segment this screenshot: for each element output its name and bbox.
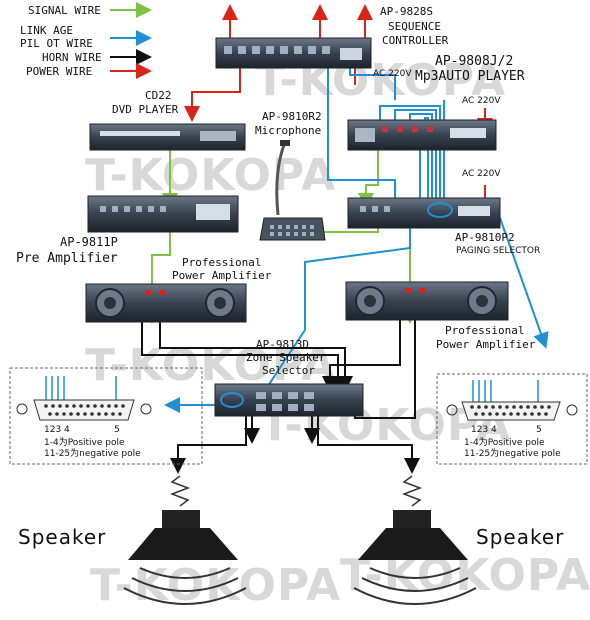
mp3-name-label: Mp3AUTO PLAYER: [415, 69, 525, 84]
connector-left-pins: 123: [44, 425, 61, 435]
paging-name-label: PAGING SELECTOR: [456, 246, 540, 256]
mp3-player-device: [347, 119, 497, 151]
mp3-model-label: AP-9808J/2: [435, 54, 513, 69]
microphone-device: [259, 140, 326, 241]
connector-right-note1: 1-4为Positive pole: [464, 436, 545, 448]
ampR-name2-label: Power Amplifier: [436, 338, 536, 351]
power-amp-left-device: [85, 283, 247, 323]
connector-left-pin4: 4: [64, 425, 70, 435]
legend-link-label: LINK AGE: [20, 24, 73, 37]
connector-right-pin5: 5: [536, 425, 542, 435]
speaker-left: [123, 475, 247, 605]
legend-signal-label: SIGNAL WIRE: [28, 4, 101, 17]
speaker-right-label: Speaker: [476, 525, 564, 549]
power-wire-dvd: [184, 68, 241, 122]
sequence-controller-device: [215, 37, 372, 69]
zone-model-label: AP-9813D: [256, 338, 309, 351]
watermark-1: T-KOKOPA: [85, 150, 336, 201]
seq-name2-label: CONTROLLER: [382, 34, 449, 47]
horn-wire-ampL-2: [159, 320, 353, 392]
legend-horn-label: HORN WIRE: [42, 51, 102, 64]
connector-right-note2: 11-25为negative pole: [464, 447, 561, 459]
seq-power-label: AC 220V: [373, 69, 412, 79]
zone-name1-label: Zone Speaker: [246, 351, 326, 364]
paging-power-label: AC 220V: [462, 169, 501, 179]
paging-model-label: AP-9810P2: [455, 231, 515, 244]
mic-model-label: AP-9810R2: [262, 110, 322, 123]
speaker-left-label: Speaker: [18, 525, 106, 549]
connector-right-box: [436, 373, 588, 465]
seq-model-label: AP-9828S: [380, 5, 433, 18]
ampR-name1-label: Professional: [445, 324, 524, 337]
dvd-player-device: [89, 123, 246, 151]
ampL-name1-label: Professional: [182, 256, 261, 269]
link-bundle-3: [409, 113, 433, 205]
connector-left-note1: 1-4为Positive pole: [44, 436, 125, 448]
legend: SIGNAL WIRE LINK AGE PIL OT WIRE HORN WI…: [20, 2, 152, 79]
pre-name-label: Pre Amplifier: [16, 251, 118, 266]
connector-left-box: [9, 367, 203, 465]
pre-amplifier-device: [87, 195, 239, 233]
connector-right-pin4: 4: [491, 425, 497, 435]
horn-wire-ampR-1: [322, 320, 401, 392]
ampL-name2-label: Power Amplifier: [172, 269, 272, 282]
legend-power-label: POWER WIRE: [26, 65, 92, 78]
connector-left-note2: 11-25为negative pole: [44, 447, 141, 459]
dvd-name-label: DVD PLAYER: [112, 103, 179, 116]
link-bundle-2: [394, 109, 437, 205]
horn-wire-zone-speakerR: [317, 415, 420, 474]
zone-selector-device: [214, 383, 364, 417]
connector-left-pin5: 5: [114, 425, 120, 435]
horn-wire-ampL-1: [141, 320, 346, 392]
seq-name1-label: SEQUENCE: [388, 20, 441, 33]
mic-name-label: Microphone: [255, 124, 321, 137]
power-amp-right-device: [345, 281, 509, 321]
signal-wire-mp3-paging: [358, 148, 379, 209]
legend-pilot-label: PIL OT WIRE: [20, 37, 93, 50]
speaker-right: [353, 475, 477, 605]
mp3-power-label: AC 220V: [462, 96, 501, 106]
dvd-model-label: CD22: [145, 89, 172, 102]
horn-wire-zone-speakerL: [170, 415, 247, 474]
zone-name2-label: Selector: [262, 364, 315, 377]
connector-right-pins: 123: [471, 425, 488, 435]
link-bundle-4: [424, 117, 429, 205]
link-bundle-1: [379, 105, 441, 205]
pre-model-label: AP-9811P: [60, 235, 118, 249]
wires: [141, 4, 549, 474]
watermark-5: T-KOKOPA: [90, 560, 341, 611]
paging-selector-device: [347, 197, 501, 229]
